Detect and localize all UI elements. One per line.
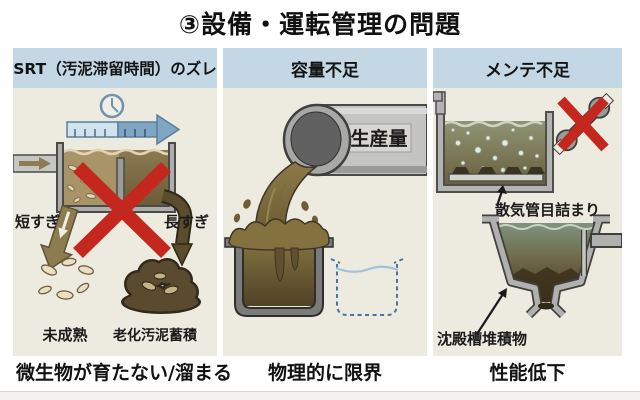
immature-microbes [38,257,94,300]
inflow-arrow-icon [19,157,51,170]
caption-maintenance: 性能低下 [489,362,566,384]
panel-capacity-header: 容量不足 [223,48,427,88]
production-pipe: 生産量 [282,103,427,177]
panel-capacity-illustration: 生産量 [224,103,427,317]
panel-maintenance-header: メンテ不足 [433,48,622,88]
label-too-long: 長すぎ [164,213,209,231]
production-label-plate [346,123,412,153]
wrench-icon [551,92,615,156]
page-title: ③設備・運転管理の問題 [178,10,462,39]
panel-maintenance: メンテ不足 [433,48,622,356]
settling-tank [482,214,622,319]
short-outflow-arrow [39,204,79,271]
panel-capacity: 容量不足 生産量 [223,48,427,356]
sediment-callout [476,288,507,335]
timeline-arrow [66,113,181,146]
panel-srt-header: SRT（汚泥滞留時間）のズレ [13,48,217,88]
bottom-strip [0,391,640,400]
water-level-line [335,265,399,273]
panel-maintenance-illustration: 散気管目詰まり 沈殿槽堆積物 [433,91,622,348]
panel-srt: SRT（汚泥滞留時間）のズレ [13,48,217,356]
overflow-cap [228,218,330,251]
aged-sludge-pile [121,258,201,314]
diffuser-clog-callout [495,185,507,207]
label-production: 生産量 [350,127,407,150]
diffuser-clogs [452,167,545,174]
red-cross-icon [557,96,609,152]
label-immature: 未成熟 [41,326,87,344]
overflowing-tank [224,218,334,317]
panel-srt-illustration: 短すぎ 長すぎ [13,93,209,344]
label-settling-deposit: 沈殿槽堆積物 [437,330,527,348]
caption-capacity: 物理的に限界 [267,362,382,384]
label-aged-sludge: 老化汚泥蓄積 [113,327,198,344]
label-diffuser-clog: 散気管目詰まり [495,201,600,219]
required-capacity-outline [330,258,404,316]
caption-srt: 微生物が育たない/溜まる [16,362,232,384]
sediment-deposit [511,267,581,302]
air-bubbles [451,128,540,173]
clock-icon [99,93,125,119]
aeration-tank [433,91,554,193]
diffuser-pipe [448,173,544,182]
red-cross-icon [73,161,171,259]
long-outflow-arrow [161,189,194,267]
label-too-short: 短すぎ [15,213,60,231]
